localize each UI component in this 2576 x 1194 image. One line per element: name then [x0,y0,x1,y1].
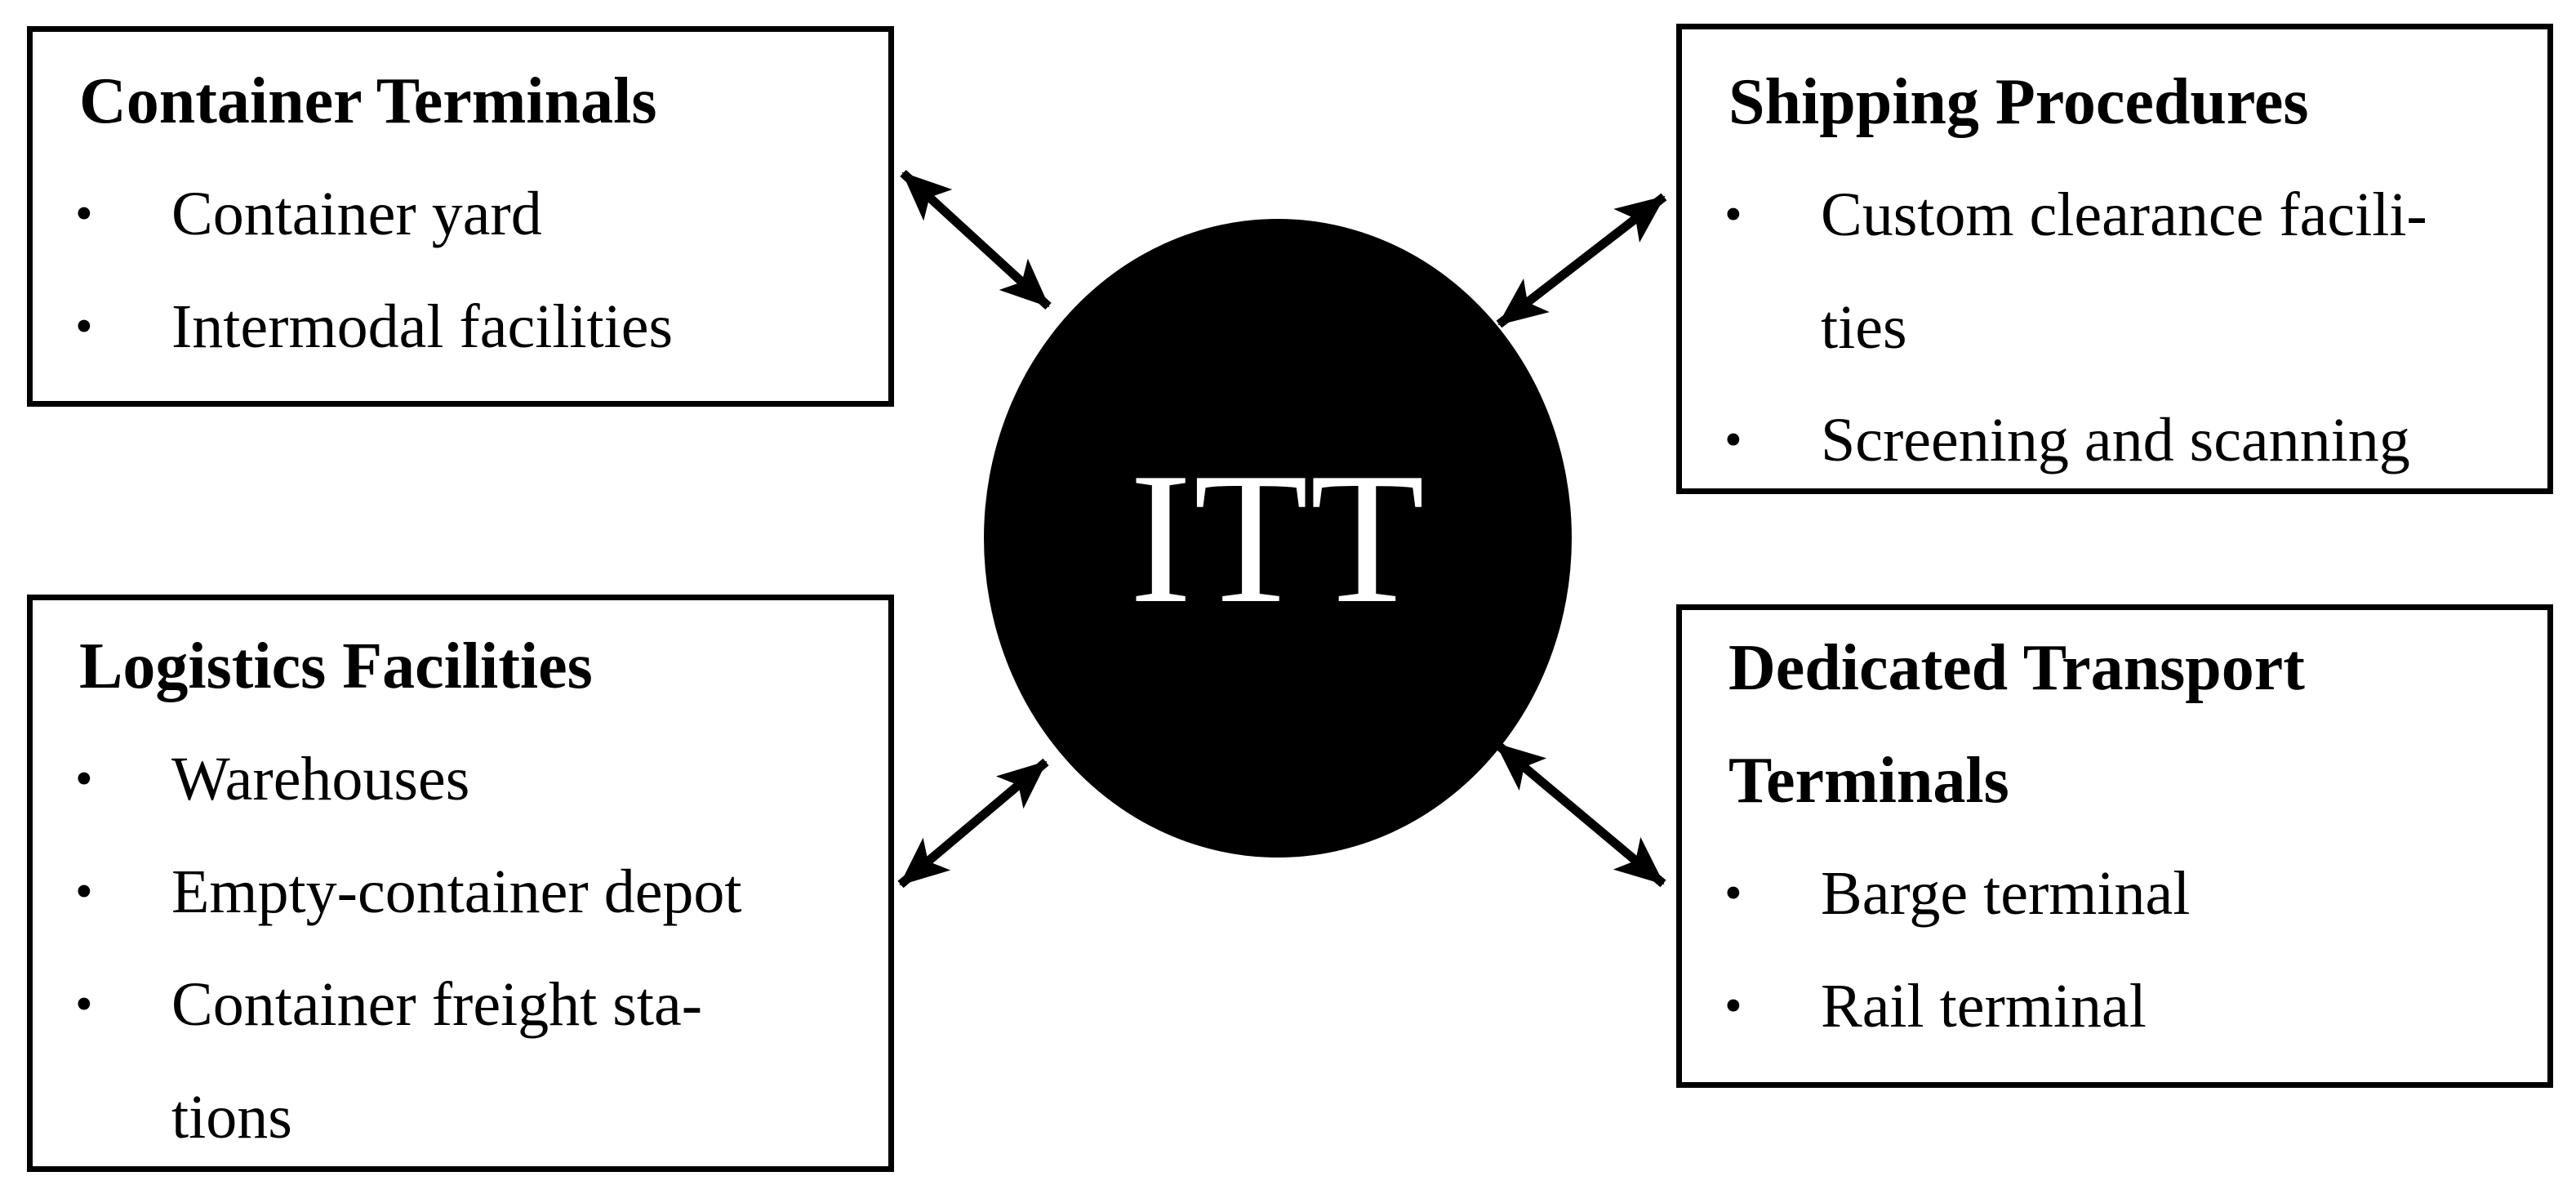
bullet-text: Container freight sta- tions [171,970,703,1152]
bullet-item: • Warehouses [33,723,888,835]
bullet-icon: • [1724,978,1742,1034]
itt-label: ITT [1129,434,1426,642]
bullet-item: • Container yard [33,158,888,270]
bullet-item: • Screening and scanning [1682,384,2547,497]
bullet-icon: • [75,186,93,242]
bullet-list-shipping-procedures: • Custom clearance facili- ties • Screening… [1682,158,2547,497]
bullet-item: • Rail terminal [1682,950,2547,1063]
bullet-icon: • [1724,187,1742,243]
bullet-icon: • [1724,412,1742,468]
box-title-dedicated-transport-terminals: Dedicated Transport Terminals [1728,632,2305,817]
box-title-shipping-procedures: Shipping Procedures [1728,66,2309,138]
box-container-terminals: Container Terminals • Container yard • Inte… [27,26,894,407]
bullet-text: Screening and scanning [1821,406,2410,474]
bullet-text: Container yard [171,180,542,248]
arrow-shipping-procedures-hub [1496,193,1667,328]
box-title-container-terminals: Container Terminals [79,65,657,137]
bullet-text: Rail terminal [1821,972,2147,1040]
bullet-list-logistics-facilities: • Warehouses • Empty-container depot • Contai… [33,723,888,1174]
itt-hub-ellipse: ITT [984,219,1572,858]
bullet-icon: • [75,864,93,920]
bullet-icon: • [75,977,93,1032]
bullet-text: Warehouses [171,745,470,813]
bullet-item: • Empty-container depot [33,835,888,948]
arrow-container-terminals-hub [900,169,1052,310]
bullet-icon: • [75,299,93,354]
arrow-dedicated-transport-terminals-hub [1493,740,1666,888]
bullet-text: Empty-container depot [171,858,742,926]
box-title-logistics-facilities: Logistics Facilities [79,630,593,702]
bullet-text: Intermodal facilities [171,292,674,361]
bullet-item: • Barge terminal [1682,837,2547,950]
box-logistics-facilities: Logistics Facilities • Warehouses • Empty-c… [27,595,894,1172]
bullet-item: • Intermodal facilities [33,270,888,383]
bullet-list-container-terminals: • Container yard • Intermodal facilities [33,158,888,383]
bullet-icon: • [75,751,93,807]
bullet-list-dedicated-transport-terminals: • Barge terminal • Rail terminal [1682,837,2547,1063]
bullet-item: • Custom clearance facili- ties [1682,158,2547,384]
bullet-item: • Container freight sta- tions [33,948,888,1174]
box-shipping-procedures: Shipping Procedures • Custom clearance fa… [1676,24,2553,494]
bullet-text: Barge terminal [1821,859,2191,928]
bullet-icon: • [1724,866,1742,921]
box-dedicated-transport-terminals: Dedicated Transport Terminals • Barge ter… [1676,604,2553,1088]
arrow-logistics-facilities-hub [897,758,1049,889]
bullet-text: Custom clearance facili- ties [1821,180,2427,362]
